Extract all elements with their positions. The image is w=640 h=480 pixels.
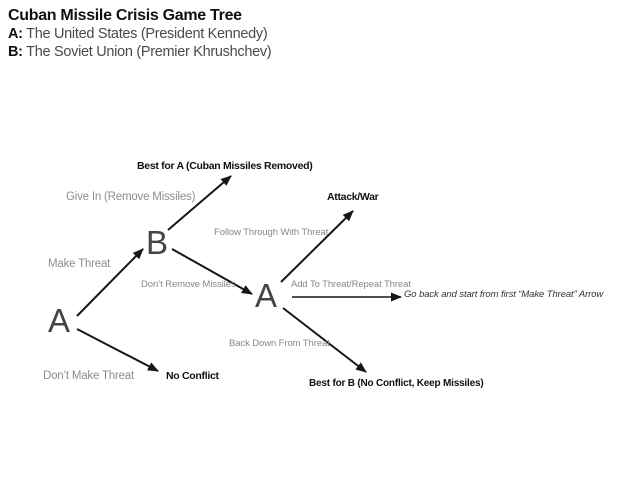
edge-label-dont-remove-missiles: Don’t Remove Missiles — [141, 279, 236, 290]
edge-back-down-arrow — [282, 307, 367, 373]
slide-header: Cuban Missile Crisis Game Tree A: The Un… — [8, 7, 272, 61]
player-b-line: B: The Soviet Union (Premier Khrushchev) — [8, 43, 272, 61]
edge-label-give-in: Give In (Remove Missiles) — [66, 191, 196, 203]
player-a-line: A: The United States (President Kennedy) — [8, 25, 271, 43]
outcome-no-conflict: No Conflict — [166, 370, 219, 382]
edge-label-make-threat: Make Threat — [48, 258, 111, 270]
player-a-prefix: A: — [8, 26, 23, 42]
edge-give-in-arrow — [167, 175, 232, 231]
player-b-text: The Soviet Union (Premier Khrushchev) — [22, 44, 272, 60]
edge-label-follow-through: Follow Through With Threat — [214, 227, 329, 238]
edge-make-threat-arrow — [76, 248, 144, 317]
edge-dont-remove-arrow — [171, 248, 253, 295]
edge-follow-through-arrow — [280, 210, 354, 283]
outcome-best-for-a: Best for A (Cuban Missiles Removed) — [137, 160, 313, 172]
slide-title: Cuban Missile Crisis Game Tree — [8, 7, 242, 24]
edge-label-dont-make-threat: Don’t Make Threat — [43, 370, 134, 382]
node-a-second: A — [255, 277, 278, 314]
note-go-back: Go back and start from first “Make Threa… — [404, 289, 604, 300]
outcome-attack-war: Attack/War — [327, 191, 379, 203]
edge-label-add-to-threat: Add To Threat/Repeat Threat — [291, 279, 411, 290]
node-a-root: A — [48, 302, 71, 339]
player-a-text: The United States (President Kennedy) — [22, 26, 268, 42]
outcome-best-for-b: Best for B (No Conflict, Keep Missiles) — [309, 378, 484, 389]
node-b: B — [146, 224, 169, 261]
edge-dont-make-threat-arrow — [76, 328, 159, 372]
edge-label-back-down: Back Down From Threat — [229, 338, 330, 349]
player-b-prefix: B: — [8, 44, 23, 60]
